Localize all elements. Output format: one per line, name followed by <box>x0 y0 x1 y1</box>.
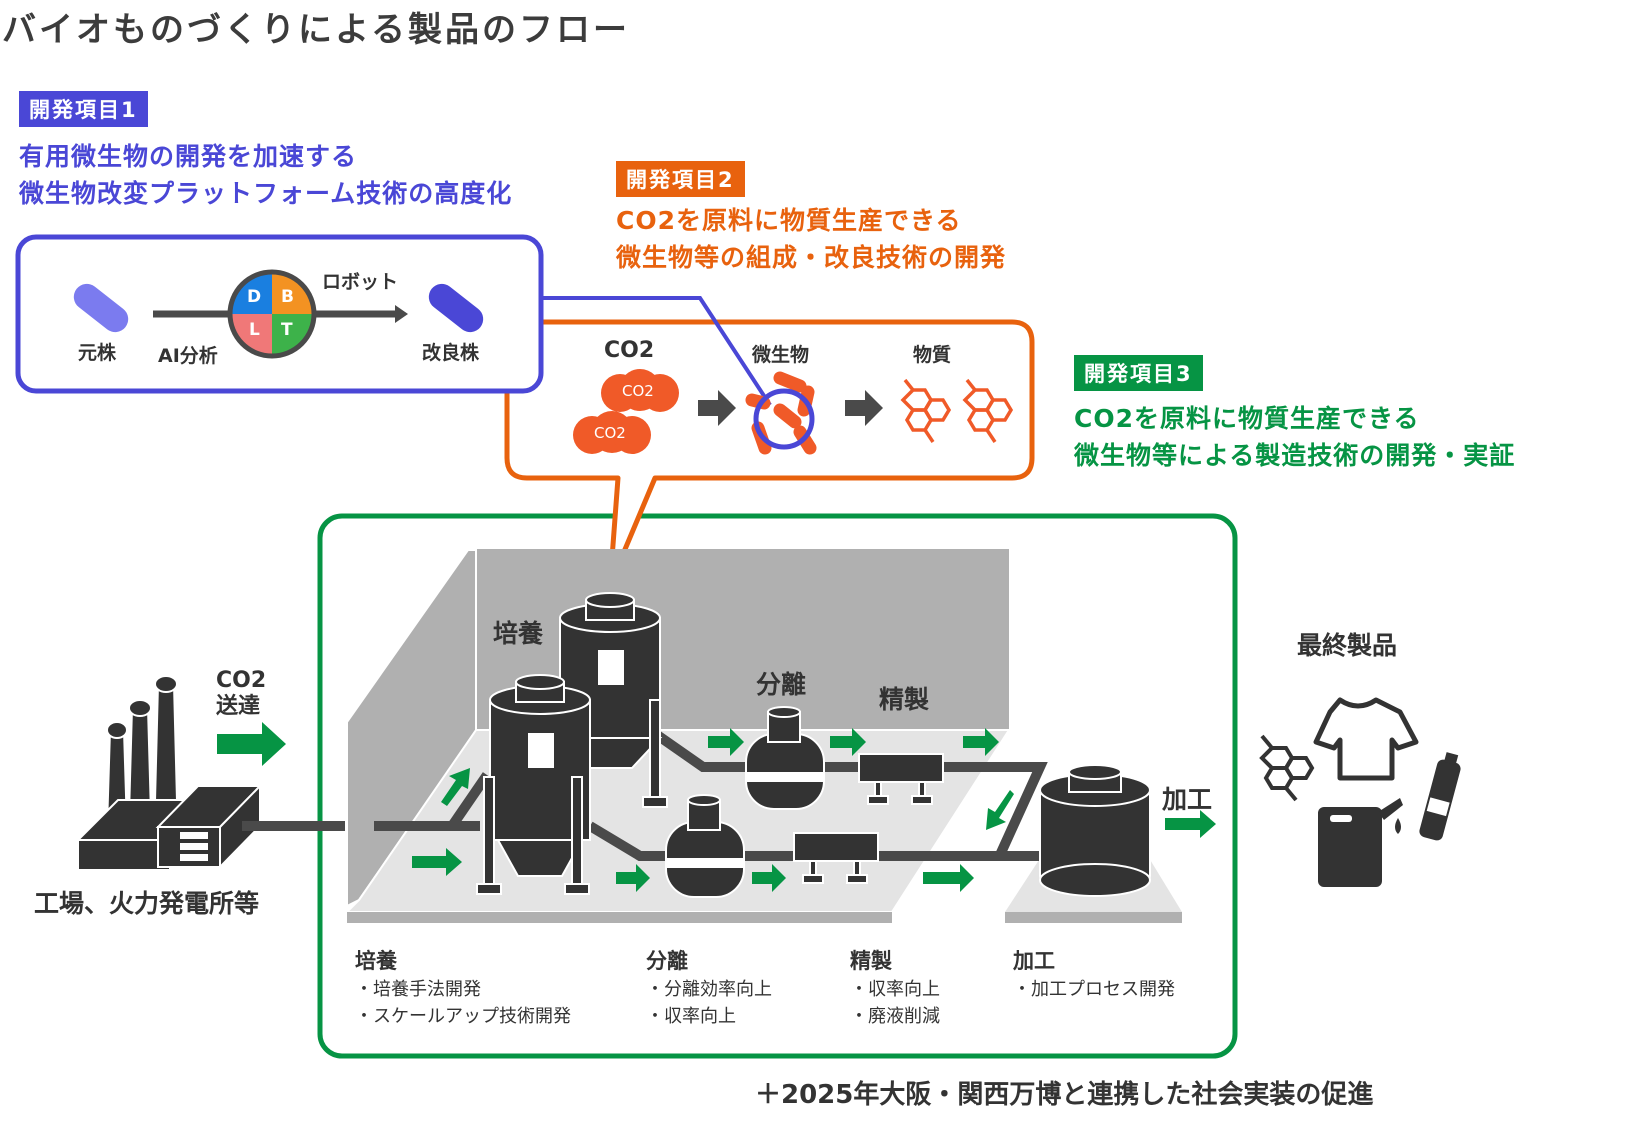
item2-line1: CO2を原料に物質生産できる <box>616 206 962 235</box>
stage-bullet: ・スケールアップ技術開発 <box>355 1006 571 1027</box>
item2-tag: 開発項目2 <box>616 161 745 197</box>
stage-bullet: ・培養手法開発 <box>355 979 481 1000</box>
item2-line2: 微生物等の組成・改良技術の開発 <box>616 243 1007 272</box>
microbe-label: 微生物 <box>752 344 810 366</box>
item1-line1: 有用微生物の開発を加速する <box>19 142 358 171</box>
co2-send-text: 送達 <box>216 694 261 719</box>
stage-bullet: ・加工プロセス開発 <box>1013 979 1175 1000</box>
item3-tag: 開発項目3 <box>1074 355 1203 391</box>
molecule-icon <box>1259 734 1315 802</box>
item1-tag: 開発項目1 <box>19 91 148 127</box>
original-strain-label: 元株 <box>78 342 117 364</box>
co2-cloud-icon <box>601 369 679 412</box>
dbtl-d: D <box>247 287 262 307</box>
stage-separation: 分離 ・分離効率向上 ・収率向上 <box>646 946 772 1030</box>
bottle-icon <box>1419 752 1461 841</box>
molecule-icon <box>900 378 1014 443</box>
purifier-icon <box>858 753 944 805</box>
separator-tank-icon <box>745 706 825 810</box>
stage-bullet: ・収率向上 <box>850 979 940 1000</box>
co2-cloud-label: CO2 <box>622 382 654 400</box>
fuel-can-icon <box>1318 798 1403 887</box>
stage-heading: 加工 <box>1013 949 1055 973</box>
item1-connector-line <box>541 296 772 407</box>
co2-send-label: CO2 送達 <box>216 668 266 720</box>
co2-send-co2: CO2 <box>216 668 267 693</box>
dbtl-t: T <box>281 320 293 340</box>
dbtl-cycle-icon <box>227 269 317 359</box>
stage-processing: 加工 ・加工プロセス開発 <box>1013 946 1175 1003</box>
processing-label: 加工 <box>1162 785 1213 814</box>
purifier-icon <box>793 832 879 884</box>
item3-frame <box>317 513 1238 1059</box>
separation-label: 分離 <box>756 670 807 699</box>
dbtl-l: L <box>249 320 260 340</box>
ai-analysis-label: AI分析 <box>158 345 218 367</box>
improved-strain-label: 改良株 <box>422 342 480 364</box>
page-title: バイオものづくりによる製品のフロー <box>2 10 630 50</box>
original-strain-icon <box>73 283 129 333</box>
pipe-icon <box>242 821 345 831</box>
separator-tank-icon <box>665 794 745 898</box>
factory-icon <box>75 675 263 871</box>
culture-tank-icon <box>476 674 591 895</box>
stage-bullet: ・収率向上 <box>646 1006 736 1027</box>
item2-headline: CO2を原料に物質生産できる 微生物等の組成・改良技術の開発 <box>616 202 1006 276</box>
footer-note: ＋2025年大阪・関西万博と連携した社会実装の促進 <box>755 1080 1374 1110</box>
culture-label: 培養 <box>493 619 544 648</box>
purification-label: 精製 <box>879 685 930 714</box>
magnifier-icon <box>753 388 815 450</box>
stage-heading: 培養 <box>355 949 397 973</box>
item3-line1: CO2を原料に物質生産できる <box>1074 404 1420 433</box>
substance-label: 物質 <box>913 344 952 366</box>
co2-send-arrow-icon <box>217 722 286 766</box>
factory-caption: 工場、火力発電所等 <box>34 889 260 918</box>
co2-cloud-icon <box>573 411 651 454</box>
item1-line2: 微生物改変プラットフォーム技術の高度化 <box>19 179 513 208</box>
flow-arrows <box>412 728 1216 892</box>
item1-headline: 有用微生物の開発を加速する 微生物改変プラットフォーム技術の高度化 <box>19 138 512 212</box>
processing-tank-icon <box>1039 764 1151 897</box>
stage-bullet: ・廃液削減 <box>850 1006 940 1027</box>
stage-heading: 精製 <box>850 949 892 973</box>
arrow-right-icon <box>845 390 883 426</box>
stage-culture: 培養 ・培養手法開発 ・スケールアップ技術開発 <box>355 946 571 1030</box>
arrowhead-icon <box>395 305 408 323</box>
improved-strain-icon <box>428 283 484 333</box>
tshirt-icon <box>1313 697 1419 781</box>
arrow-right-icon <box>698 390 736 426</box>
stage-heading: 分離 <box>646 949 688 973</box>
stage-bullet: ・分離効率向上 <box>646 979 772 1000</box>
co2-cloud-label: CO2 <box>594 424 626 442</box>
dbtl-b: B <box>281 287 294 307</box>
final-products-label: 最終製品 <box>1297 631 1398 660</box>
item3-line2: 微生物等による製造技術の開発・実証 <box>1074 441 1516 470</box>
stage-purification: 精製 ・収率向上 ・廃液削減 <box>850 946 940 1030</box>
item3-headline: CO2を原料に物質生産できる 微生物等による製造技術の開発・実証 <box>1074 400 1515 474</box>
robot-label: ロボット <box>322 271 399 293</box>
co2-label: CO2 <box>604 338 655 363</box>
